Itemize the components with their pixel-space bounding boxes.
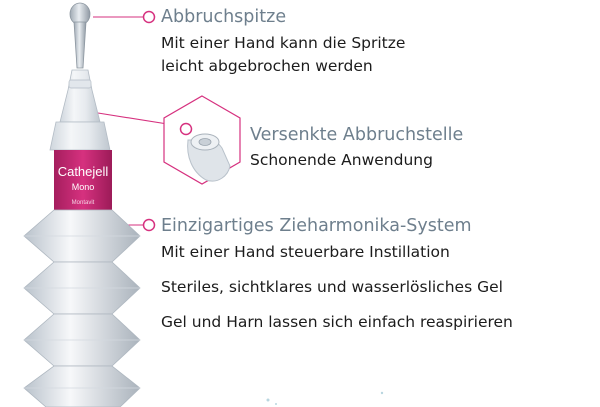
callout-text-accordion-line-2: Steriles, sichtklares und wasserlösliche… — [161, 276, 503, 299]
label-variant: Mono — [72, 182, 95, 192]
background-specks — [266, 391, 384, 405]
callout-text-recessed-break-point: Schonende Anwendung — [250, 149, 433, 172]
label-maker: Montavit — [72, 200, 95, 206]
callout-line: Schonende Anwendung — [250, 151, 433, 169]
callout-line: Steriles, sichtklares und wasserlösliche… — [161, 278, 503, 296]
callout-text-accordion-line-3: Gel und Harn lassen sich einfach reaspir… — [161, 311, 513, 334]
callout-line: Mit einer Hand kann die Spritze — [161, 34, 406, 52]
bellows — [23, 209, 141, 407]
label-brand: Cathejell — [58, 164, 109, 179]
callout-line: leicht abgebrochen werden — [161, 57, 373, 75]
callout-line: Mit einer Hand steuerbare Instillation — [161, 243, 450, 261]
callout-bullets — [142, 10, 193, 232]
callout-title-accordion-system: Einzigartiges Zieharmonika-System — [161, 216, 472, 236]
callout-title-break-tip: Abbruchspitze — [161, 7, 287, 27]
cathejell-applicator: Cathejell Mono Montavit — [23, 2, 141, 407]
callout-text-accordion-line-1: Mit einer Hand steuerbare Instillation — [161, 241, 450, 264]
tip-zoom-hexagon — [163, 95, 241, 185]
callout-text-break-tip: Mit einer Hand kann die Spritze leicht a… — [161, 32, 405, 78]
callout-line: Gel und Harn lassen sich einfach reaspir… — [161, 313, 513, 331]
callout-title-recessed-break-point: Versenkte Abbruchstelle — [250, 125, 464, 145]
